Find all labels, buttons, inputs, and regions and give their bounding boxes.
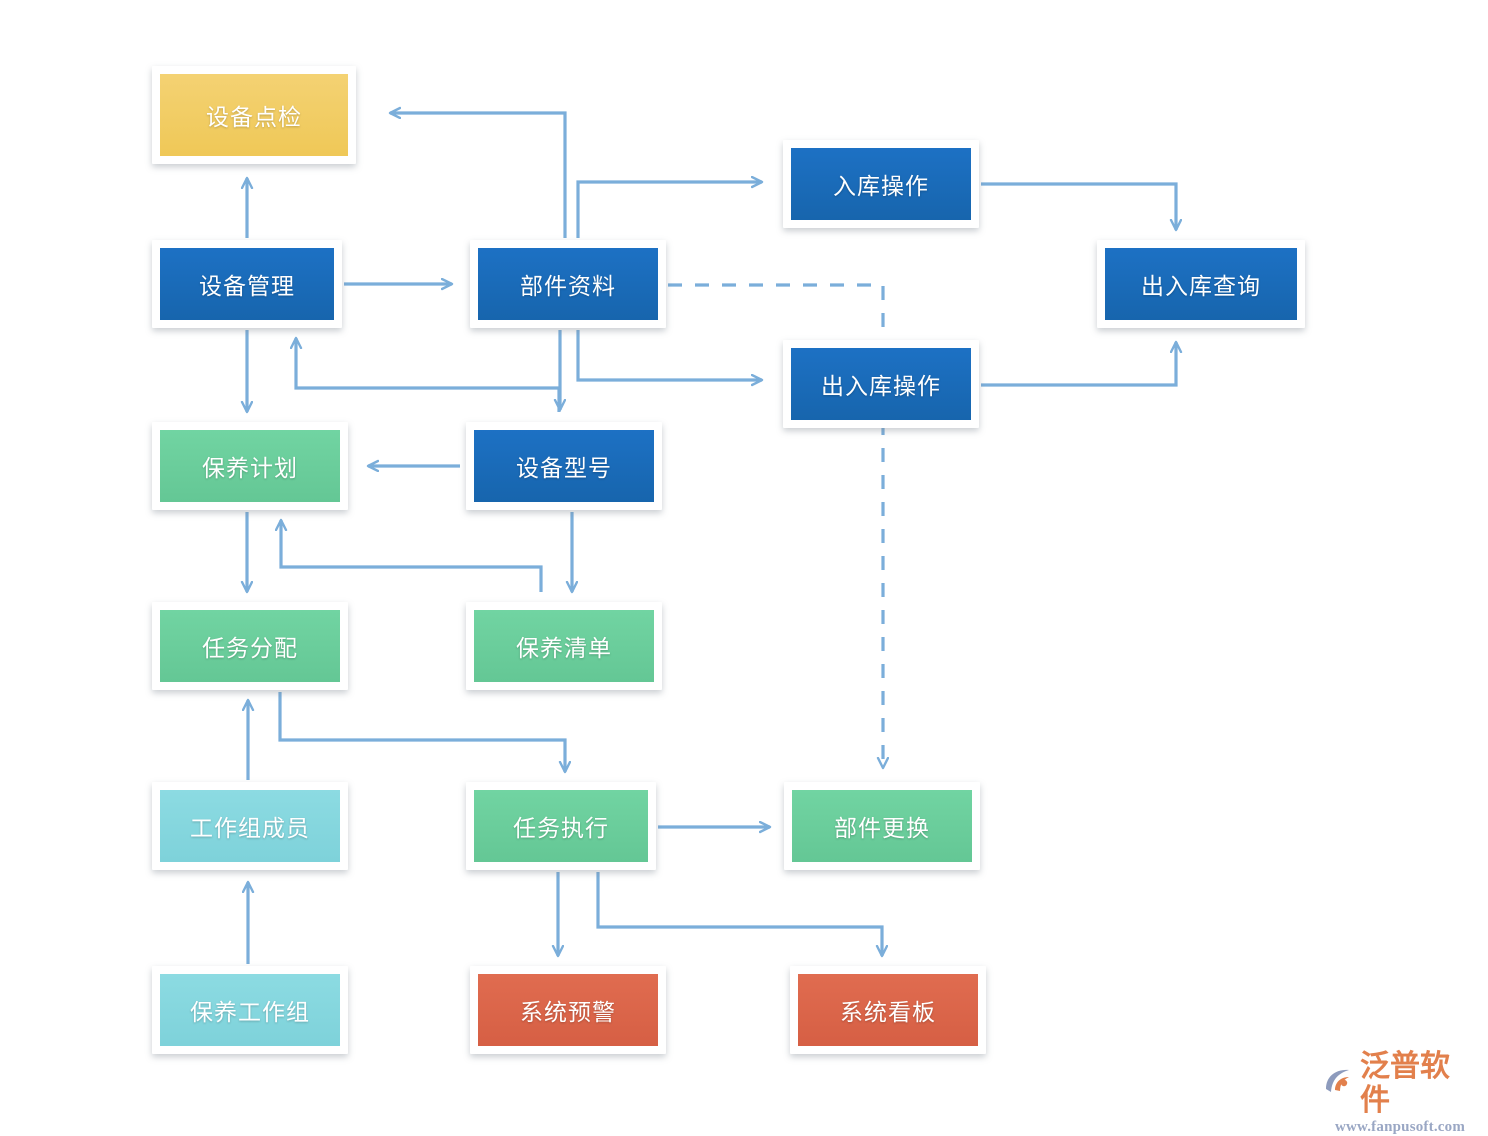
node-renwufenpei[interactable]: 任务分配 [152, 602, 348, 690]
node-baoyangqingdan[interactable]: 保养清单 [466, 602, 662, 690]
node-label: 工作组成员 [160, 790, 340, 862]
edge-inbound-op-to-inout-query [981, 182, 1176, 230]
node-label: 任务分配 [160, 610, 340, 682]
node-label: 设备型号 [474, 430, 654, 502]
node-churukucaozuo[interactable]: 出入库操作 [783, 340, 979, 428]
node-label: 任务执行 [474, 790, 648, 862]
edge-task-assign-to-task-exec [278, 692, 565, 772]
node-renwuzhixing[interactable]: 任务执行 [466, 782, 656, 870]
node-dianjian[interactable]: 设备点检 [152, 66, 356, 164]
brand-row: 泛普软件 [1322, 1050, 1478, 1118]
node-label: 设备管理 [160, 248, 334, 320]
edge-part-info-to-inspection [390, 113, 567, 238]
node-label: 入库操作 [791, 148, 971, 220]
node-bujiangenghuan[interactable]: 部件更换 [784, 782, 980, 870]
node-rukucaozuo[interactable]: 入库操作 [783, 140, 979, 228]
node-label: 部件资料 [478, 248, 658, 320]
edge-inout-op-to-inout-query [981, 342, 1176, 387]
edge-maint-list-to-maint-plan [281, 520, 543, 592]
edge-task-exec-to-system-dashboard [596, 872, 882, 956]
node-xitongkanban[interactable]: 系统看板 [790, 966, 986, 1054]
node-label: 设备点检 [160, 74, 348, 156]
edge-part-info-to-inbound-op [576, 182, 762, 238]
node-label: 保养清单 [474, 610, 654, 682]
company-url: www.fanpusoft.com [1334, 1119, 1466, 1135]
edge-equipment-model-to-equipment-mgmt [296, 338, 561, 412]
node-label: 系统预警 [478, 974, 658, 1046]
node-xitongyujing[interactable]: 系统预警 [470, 966, 666, 1054]
node-label: 出入库查询 [1105, 248, 1297, 320]
node-label: 出入库操作 [791, 348, 971, 420]
node-churukuchaxun[interactable]: 出入库查询 [1097, 240, 1305, 328]
node-label: 系统看板 [798, 974, 978, 1046]
company-name: 泛普软件 [1360, 1049, 1450, 1118]
node-label: 保养工作组 [160, 974, 340, 1046]
node-label: 保养计划 [160, 430, 340, 502]
node-baoyangjihua[interactable]: 保养计划 [152, 422, 348, 510]
node-gongzuozucy[interactable]: 工作组成员 [152, 782, 348, 870]
watermark-logo: 泛普软件 www.fanpusoft.com [1322, 1050, 1478, 1135]
node-bujianziliao[interactable]: 部件资料 [470, 240, 666, 328]
fanpu-logo-icon [1322, 1067, 1356, 1101]
node-label: 部件更换 [792, 790, 972, 862]
edge-part-info-to-inout-op [576, 330, 762, 380]
node-baoyanggzz[interactable]: 保养工作组 [152, 966, 348, 1054]
node-shebeixinghao[interactable]: 设备型号 [466, 422, 662, 510]
node-shebeiguanli[interactable]: 设备管理 [152, 240, 342, 328]
